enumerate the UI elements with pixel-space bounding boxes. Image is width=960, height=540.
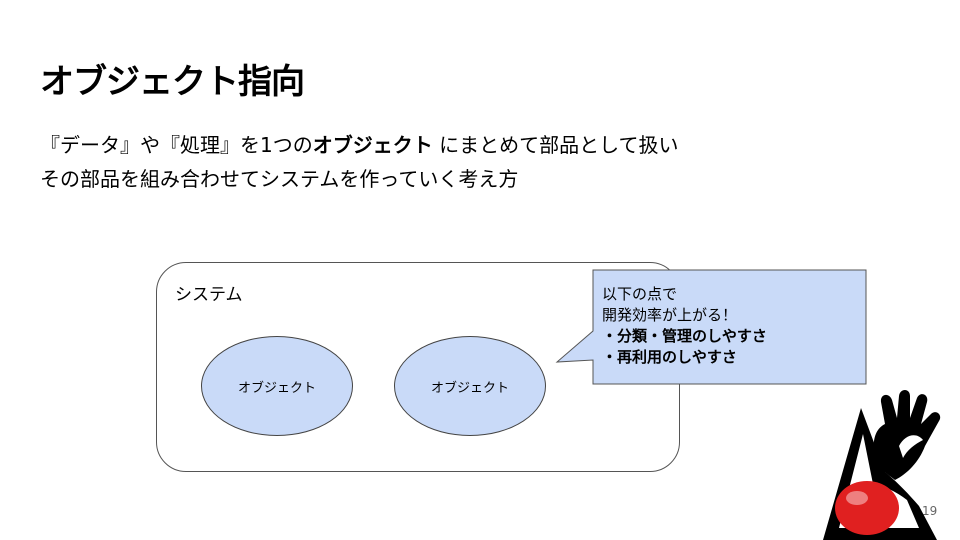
duke-mascot-icon — [823, 390, 941, 540]
page-number: 19 — [922, 504, 938, 518]
body-line-1-start: 『データ』や『処理』を1つの — [40, 133, 313, 157]
slide-body: 『データ』や『処理』を1つのオブジェクト にまとめて部品として扱い その部品を組… — [40, 128, 679, 196]
slide-title: オブジェクト指向 — [40, 62, 305, 102]
callout-bullet-2: ・再利用のしやすさ — [602, 348, 737, 366]
callout-shape — [555, 269, 867, 385]
callout-bullet-1: ・分類・管理のしやすさ — [602, 327, 767, 345]
callout-line-1: 以下の点で — [602, 285, 678, 303]
system-label: システム — [175, 285, 243, 305]
object-label-1: オブジェクト — [237, 380, 316, 396]
object-ellipse-1: オブジェクト — [201, 336, 353, 436]
callout-text: 以下の点で 開発効率が上がる！ ・分類・管理のしやすさ ・再利用のしやすさ — [602, 284, 767, 368]
body-line-1-bold: オブジェクト — [312, 133, 433, 157]
callout-line-2: 開発効率が上がる！ — [602, 306, 738, 324]
object-ellipse-2: オブジェクト — [394, 336, 546, 436]
body-line-1: 『データ』や『処理』を1つのオブジェクト にまとめて部品として扱い — [40, 128, 679, 162]
body-line-2: その部品を組み合わせてシステムを作っていく考え方 — [40, 167, 519, 191]
object-label-2: オブジェクト — [430, 380, 509, 396]
body-line-1-end: にまとめて部品として扱い — [432, 133, 679, 157]
